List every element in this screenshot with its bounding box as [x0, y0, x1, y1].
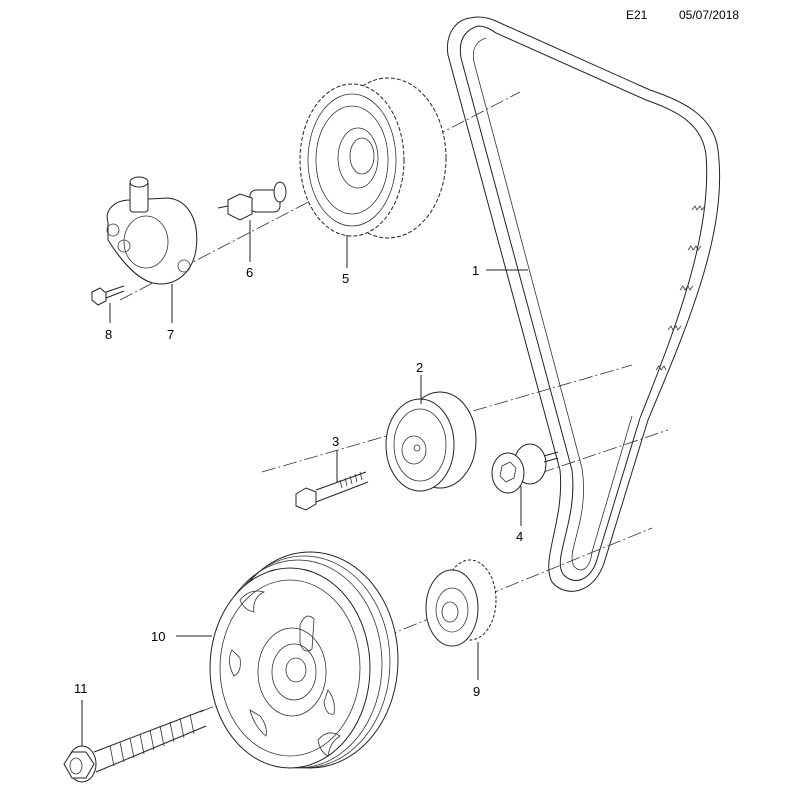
tensioner-bolt[interactable]: [295, 471, 369, 511]
camshaft-sprocket[interactable]: [299, 77, 447, 239]
page-code: E21: [626, 8, 648, 22]
callout-9[interactable]: 9: [473, 684, 480, 699]
callout-5[interactable]: 5: [342, 271, 349, 286]
callout-1[interactable]: 1: [472, 263, 479, 278]
callout-3[interactable]: 3: [332, 434, 339, 449]
tensioner-pulley[interactable]: [385, 391, 477, 492]
camshaft-valve[interactable]: [217, 181, 287, 221]
axis-lower: [199, 527, 653, 713]
timing-belt[interactable]: [446, 16, 721, 592]
diagram-date: 05/07/2018: [679, 8, 740, 22]
camshaft-position-sensor-housing[interactable]: [106, 176, 198, 285]
crankshaft-sprocket[interactable]: [425, 559, 497, 647]
callout-10[interactable]: 10: [151, 629, 165, 644]
axis-middle: [261, 364, 633, 473]
callout-6[interactable]: 6: [246, 265, 253, 280]
callout-2[interactable]: 2: [416, 360, 423, 375]
callout-7[interactable]: 7: [167, 327, 174, 342]
crankshaft-pulley-bolt[interactable]: [63, 709, 207, 783]
callout-8[interactable]: 8: [105, 327, 112, 342]
housing-bolt[interactable]: [91, 285, 125, 306]
callout-11[interactable]: 11: [74, 681, 88, 696]
callout-4[interactable]: 4: [516, 529, 523, 544]
crankshaft-pulley[interactable]: [209, 551, 399, 769]
idler-roller[interactable]: [491, 443, 559, 494]
